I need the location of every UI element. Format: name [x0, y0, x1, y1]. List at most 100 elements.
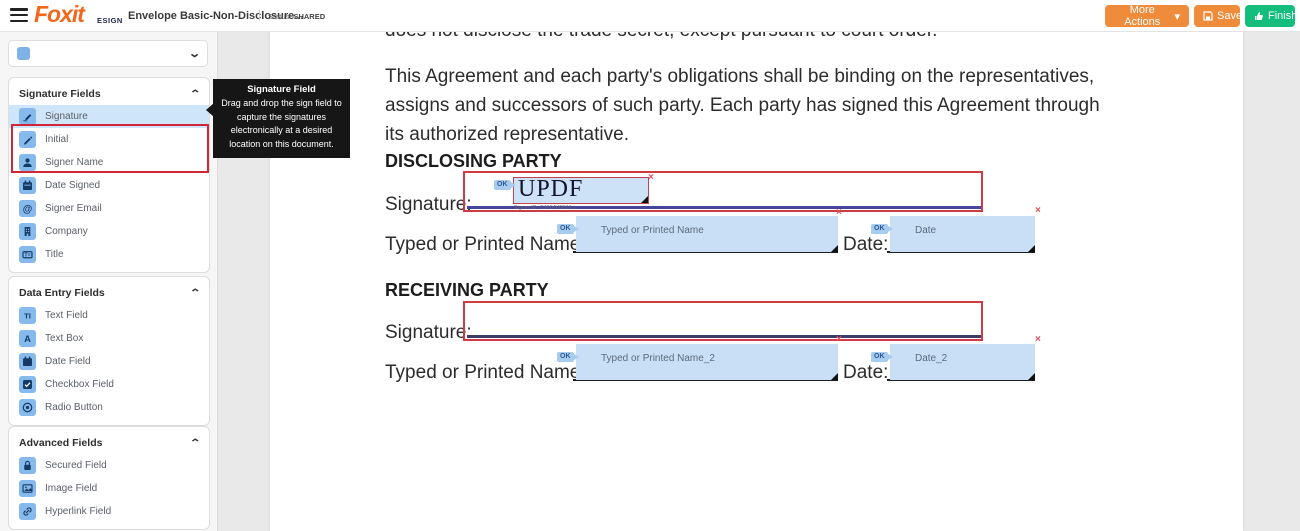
field-tag: Typed or Printed Name_2: [601, 353, 715, 364]
agreement-paragraph: This Agreement and each party's obligati…: [385, 66, 1100, 145]
link-icon: [19, 503, 36, 520]
initial-pen-icon: [19, 131, 36, 148]
receiving-date-field[interactable]: Date_2: [890, 344, 1035, 380]
sidebar-item-text-box[interactable]: A Text Box: [9, 327, 209, 350]
sidebar-item-label: Company: [45, 226, 88, 237]
receiving-name-field[interactable]: Typed or Printed Name_2: [576, 344, 838, 380]
sidebar-item-signer-email[interactable]: @ Signer Email: [9, 197, 209, 220]
tooltip-body: Drag and drop the sign field to capture …: [221, 98, 342, 149]
sidebar-item-label: Hyperlink Field: [45, 506, 112, 517]
date-underline: [887, 379, 1035, 381]
delete-field-icon[interactable]: ×: [1035, 334, 1041, 345]
disclosing-signature-dropzone[interactable]: [463, 171, 983, 212]
receiving-name-label: Typed or Printed Name:: [385, 362, 586, 383]
caret-down-icon: ▾: [1174, 10, 1180, 23]
sidebar-item-image-field[interactable]: Image Field: [9, 477, 209, 500]
disclosing-signature-label: Signature:: [385, 194, 472, 215]
lock-icon: [19, 457, 36, 474]
receiving-signature-dropzone[interactable]: [463, 301, 983, 341]
person-icon: [19, 154, 36, 171]
receiving-party-heading: RECEIVING PARTY: [385, 280, 549, 300]
esign-logo-text: ESIGN: [97, 16, 123, 25]
receiving-signature-label: Signature:: [385, 322, 472, 343]
sidebar-item-signature[interactable]: Signature: [9, 105, 209, 128]
date-underline: [887, 251, 1035, 253]
sidebar-item-label: Text Field: [45, 310, 88, 321]
fields-sidebar: ⌄ Signature Fields ⌃ Signature Initial S…: [0, 32, 218, 531]
sidebar-item-date-signed[interactable]: Date Signed: [9, 174, 209, 197]
sidebar-item-label: Date Signed: [45, 180, 101, 191]
signature-fields-header[interactable]: Signature Fields ⌃: [19, 88, 201, 100]
chevron-down-icon: ⌄: [187, 48, 201, 60]
svg-text:A: A: [24, 334, 31, 344]
sidebar-item-secured-field[interactable]: Secured Field: [9, 454, 209, 477]
sidebar-item-signer-name[interactable]: Signer Name: [9, 151, 209, 174]
calendar-icon: [19, 353, 36, 370]
sidebar-item-label: Signature: [45, 111, 88, 122]
disclosing-name-field[interactable]: Typed or Printed Name: [576, 216, 838, 252]
sidebar-item-label: Image Field: [45, 483, 98, 494]
delete-field-icon[interactable]: ×: [648, 172, 654, 183]
sidebar-item-date-field[interactable]: Date Field: [9, 350, 209, 373]
hamburger-menu-icon[interactable]: [10, 8, 28, 23]
disclosing-signature-field[interactable]: UPDF: [513, 176, 649, 204]
title-separator: |: [258, 9, 261, 21]
document-canvas[interactable]: does not disclose the trade secret, exce…: [219, 32, 1300, 531]
signer-color-dropdown[interactable]: ⌄: [8, 40, 208, 67]
status-value: SHARED: [293, 12, 326, 21]
signature-fields-panel: Signature Fields ⌃ Signature Initial Sig…: [8, 77, 210, 273]
save-disk-icon: [1203, 11, 1213, 21]
signer-id-text: Signer ID: CJP0JVG511...: [514, 205, 577, 211]
at-sign-icon: @: [19, 200, 36, 217]
sidebar-item-label: Signer Name: [45, 157, 104, 168]
sidebar-item-text-field[interactable]: TI Text Field: [9, 304, 209, 327]
signature-field-tooltip: Signature Field Drag and drop the sign f…: [206, 79, 350, 158]
resize-handle[interactable]: [1028, 245, 1035, 252]
svg-text:TI: TI: [24, 311, 31, 320]
sidebar-item-checkbox-field[interactable]: Checkbox Field: [9, 373, 209, 396]
save-button[interactable]: Save: [1194, 5, 1242, 27]
sidebar-item-label: Date Field: [45, 356, 91, 367]
sidebar-item-initial[interactable]: Initial: [9, 128, 209, 151]
field-tag: Date: [915, 225, 937, 236]
ok-badge: OK: [871, 224, 892, 235]
more-actions-button[interactable]: More Actions▾: [1105, 4, 1189, 28]
disclosing-name-label: Typed or Printed Name:: [385, 234, 586, 255]
field-tag: Date_2: [915, 353, 948, 364]
resize-handle[interactable]: [831, 245, 838, 252]
resize-handle[interactable]: [641, 196, 648, 203]
sidebar-item-hyperlink-field[interactable]: Hyperlink Field: [9, 500, 209, 523]
data-entry-fields-panel: Data Entry Fields ⌃ TI Text Field A Text…: [8, 276, 210, 426]
sidebar-item-label: Secured Field: [45, 460, 107, 471]
checkbox-icon: [19, 376, 36, 393]
ok-badge: OK: [494, 180, 515, 191]
sidebar-item-radio-button[interactable]: Radio Button: [9, 396, 209, 419]
title-card-icon: T≡: [19, 246, 36, 263]
svg-text:@: @: [23, 204, 33, 215]
disclosing-date-label: Date:: [843, 234, 889, 255]
envelope-title: Envelope Basic-Non-Disclosure...: [128, 10, 304, 22]
sidebar-item-title[interactable]: T≡ Title: [9, 243, 209, 266]
resize-handle[interactable]: [831, 373, 838, 380]
clipped-paragraph: does not disclose the trade secret, exce…: [385, 32, 937, 42]
svg-text:T≡: T≡: [24, 253, 30, 259]
sidebar-item-company[interactable]: Company: [9, 220, 209, 243]
ok-badge: OK: [557, 352, 578, 363]
sidebar-item-label: Checkbox Field: [45, 379, 114, 390]
ok-badge: OK: [557, 224, 578, 235]
sidebar-item-label: Title: [45, 249, 64, 260]
finish-button[interactable]: Finish: [1245, 5, 1297, 27]
data-entry-fields-header[interactable]: Data Entry Fields ⌃: [19, 287, 201, 299]
sidebar-item-label: Initial: [45, 134, 69, 145]
advanced-fields-header[interactable]: Advanced Fields ⌃: [19, 437, 201, 449]
status-badge: Status: SHARED: [268, 12, 326, 21]
document-page: does not disclose the trade secret, exce…: [270, 32, 1243, 531]
delete-field-icon[interactable]: ×: [836, 334, 842, 345]
resize-handle[interactable]: [1028, 373, 1035, 380]
delete-field-icon[interactable]: ×: [836, 207, 842, 218]
signature-value: UPDF: [518, 176, 584, 202]
ok-badge: OK: [871, 352, 892, 363]
delete-field-icon[interactable]: ×: [1035, 205, 1041, 216]
advanced-fields-panel: Advanced Fields ⌃ Secured Field Image Fi…: [8, 426, 210, 530]
disclosing-date-field[interactable]: Date: [890, 216, 1035, 252]
